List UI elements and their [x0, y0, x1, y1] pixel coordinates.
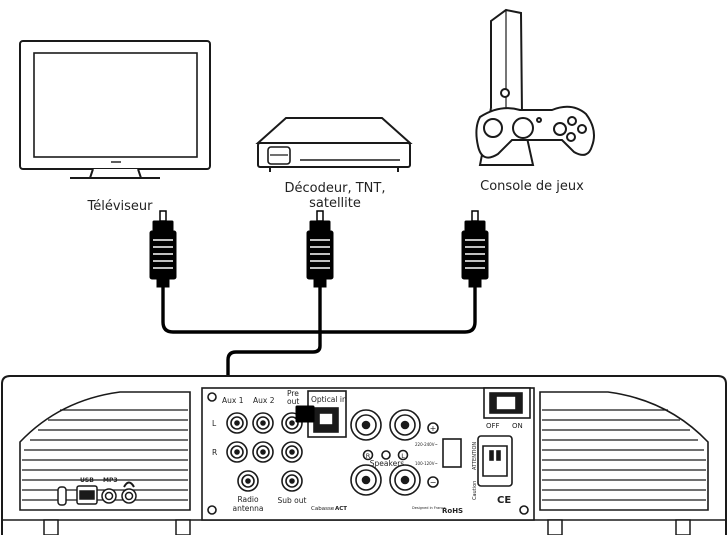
pre-out-label-2: out: [287, 397, 299, 406]
left-channel-label: L: [212, 419, 217, 428]
rca-jacks: [226, 412, 303, 492]
optical-plug-console: [461, 210, 489, 288]
voltage-110: 100-120V~: [415, 461, 438, 466]
rohs-mark: RoHS: [442, 507, 463, 515]
model-label: ACT: [335, 506, 347, 512]
game-console-icon: [475, 8, 595, 166]
brand-label: Cabasse: [311, 506, 335, 512]
speaker-r-label: R: [366, 452, 371, 460]
right-channel-label: R: [212, 448, 217, 457]
optical-in-label: Optical in: [311, 395, 347, 404]
decoder-label-line2: satellite: [309, 196, 361, 211]
plus-label: +: [430, 424, 437, 433]
decoder-label-line1: Décodeur, TNT,: [285, 181, 386, 196]
mp3-label: MP3: [103, 477, 118, 484]
optical-plug-decoder: [306, 210, 334, 288]
off-label: OFF: [486, 422, 500, 430]
tv-label: Téléviseur: [87, 199, 154, 214]
power-switch: [483, 387, 531, 419]
radio-label: Radio: [237, 495, 258, 504]
console-label: Console de jeux: [480, 179, 584, 194]
aux2-label: Aux 2: [253, 396, 275, 405]
aux1-label: Aux 1: [222, 396, 244, 405]
usb-label: USB: [80, 477, 94, 484]
on-label: ON: [512, 422, 523, 430]
left-vent: [19, 391, 191, 511]
ce-mark: CE: [497, 495, 511, 506]
right-vent: [539, 391, 709, 511]
front-ports: [57, 481, 137, 506]
optical-input-port: [307, 390, 347, 438]
antenna-label: antenna: [232, 504, 263, 513]
power-inlet: [442, 435, 513, 487]
attention-label: ATTENTION: [472, 442, 478, 470]
decoder-icon: [255, 117, 413, 172]
pre-out-label: Pre: [287, 389, 299, 398]
caution-label: Caution: [472, 481, 478, 500]
speakers-label: Speakers: [370, 459, 405, 468]
sub-out-label: Sub out: [278, 496, 307, 505]
speaker-terminals: [350, 409, 439, 496]
minus-label: −: [430, 478, 437, 487]
optical-plug-tv: [149, 210, 177, 288]
speaker-l-label: L: [401, 452, 405, 460]
designed-label: Designed in France: [412, 506, 446, 510]
voltage-220: 220-240V~: [415, 442, 438, 447]
optical-plug-inserted: [295, 405, 315, 423]
tv-icon: [19, 40, 211, 179]
